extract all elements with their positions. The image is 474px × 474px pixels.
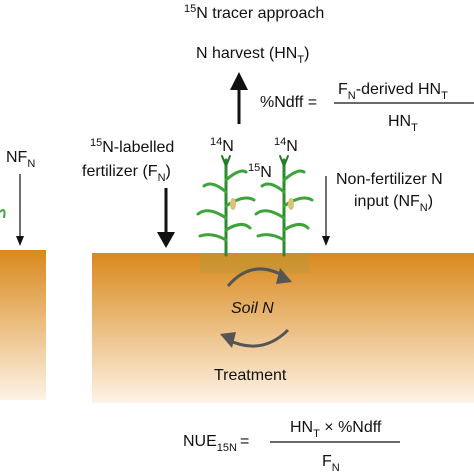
nue-eq: = (240, 433, 249, 450)
ndff-numerator: FN-derived HNT (338, 81, 448, 102)
fertilizer-sup: 15 (90, 137, 102, 149)
ndff-den-sub: T (411, 122, 418, 134)
nue-den: F (322, 453, 332, 470)
left-nf-arrowhead-icon (16, 236, 24, 246)
ndff-num-f: F (338, 81, 348, 98)
nonfert-line1: Non-fertilizer N (336, 171, 443, 188)
plant-label-15n-sup: 15 (248, 162, 260, 174)
soil-n-label: Soil N (231, 300, 274, 317)
fertilizer-line2: fertilizer (FN) (82, 163, 171, 184)
title-label: N tracer approach (196, 5, 324, 22)
nonfert-line2-sub: N (420, 202, 428, 214)
left-nf-label: NFN (6, 149, 35, 170)
nue-den-sub: N (332, 462, 340, 474)
nue-lhs-text: NUE (183, 433, 217, 450)
left-soil-block (0, 250, 46, 400)
fertilizer-line1-text: N-labelled (102, 139, 174, 156)
fertilizer-line2-close: ) (166, 163, 171, 180)
ndff-num-rest: -derived HN (356, 81, 441, 98)
fertilizer-arrowhead-icon (157, 232, 175, 248)
nue-lhs: NUE15N= (183, 433, 249, 454)
harvest-text: N harvest (HN (196, 45, 297, 62)
harvest-label: N harvest (HNT) (196, 45, 309, 66)
left-nf-sub: N (27, 158, 35, 170)
nue-denominator: FN (322, 453, 340, 474)
cycle-arrowhead-top-icon (276, 268, 292, 284)
cycle-arrowhead-bottom-icon (220, 332, 236, 348)
nonfert-arrowhead-icon (322, 236, 330, 246)
ndff-num-rest-sub: T (441, 90, 448, 102)
left-plant-leaf-icon (0, 209, 6, 219)
nonfert-line2-text: input (NF (354, 193, 420, 210)
harvest-close: ) (304, 45, 309, 62)
fertilizer-line1: 15N-labelled (90, 137, 174, 156)
title-text: 15N tracer approach (184, 3, 324, 22)
harvest-arrowhead-icon (230, 72, 248, 90)
nue-numerator: HNT × %Ndff (290, 419, 382, 440)
nue-num-hn: HN (290, 419, 313, 436)
ndff-denominator: HNT (388, 113, 418, 134)
plant-label-14n-left: 14N (210, 136, 234, 155)
plant-label-14n-left-text: N (222, 138, 234, 155)
fertilizer-line2-sub: N (158, 172, 166, 184)
plant-label-15n: 15N (248, 162, 272, 181)
ndff-lhs: %Ndff = (260, 94, 317, 111)
nonfert-line2-close: ) (428, 193, 433, 210)
left-nf-text: NF (6, 149, 28, 166)
plant-label-14n-right-text: N (286, 138, 298, 155)
nue-num-sub: T (313, 428, 320, 440)
treatment-label: Treatment (214, 367, 287, 384)
ndff-den: HN (388, 113, 411, 130)
ndff-num-f-sub: N (348, 90, 356, 102)
corn-plant-right-icon (254, 155, 314, 257)
fertilizer-line2-text: fertilizer (F (82, 163, 158, 180)
nue-lhs-sub: 15N (217, 442, 237, 454)
nonfert-line2: input (NFN) (354, 193, 433, 214)
plant-label-14n-right: 14N (274, 136, 298, 155)
plant-label-14n-right-sup: 14 (274, 136, 286, 148)
cycle-arrow-bottom-icon (227, 328, 290, 348)
harvest-subscript: T (297, 54, 304, 66)
plant-label-14n-left-sup: 14 (210, 136, 222, 148)
root-zone-highlight (200, 253, 310, 273)
plant-label-15n-text: N (260, 164, 272, 181)
nue-num-rest: × %Ndff (320, 419, 382, 436)
corn-plant-left-icon (196, 155, 256, 257)
cycle-arrow-top-icon (226, 267, 285, 287)
title-superscript: 15 (184, 3, 196, 15)
